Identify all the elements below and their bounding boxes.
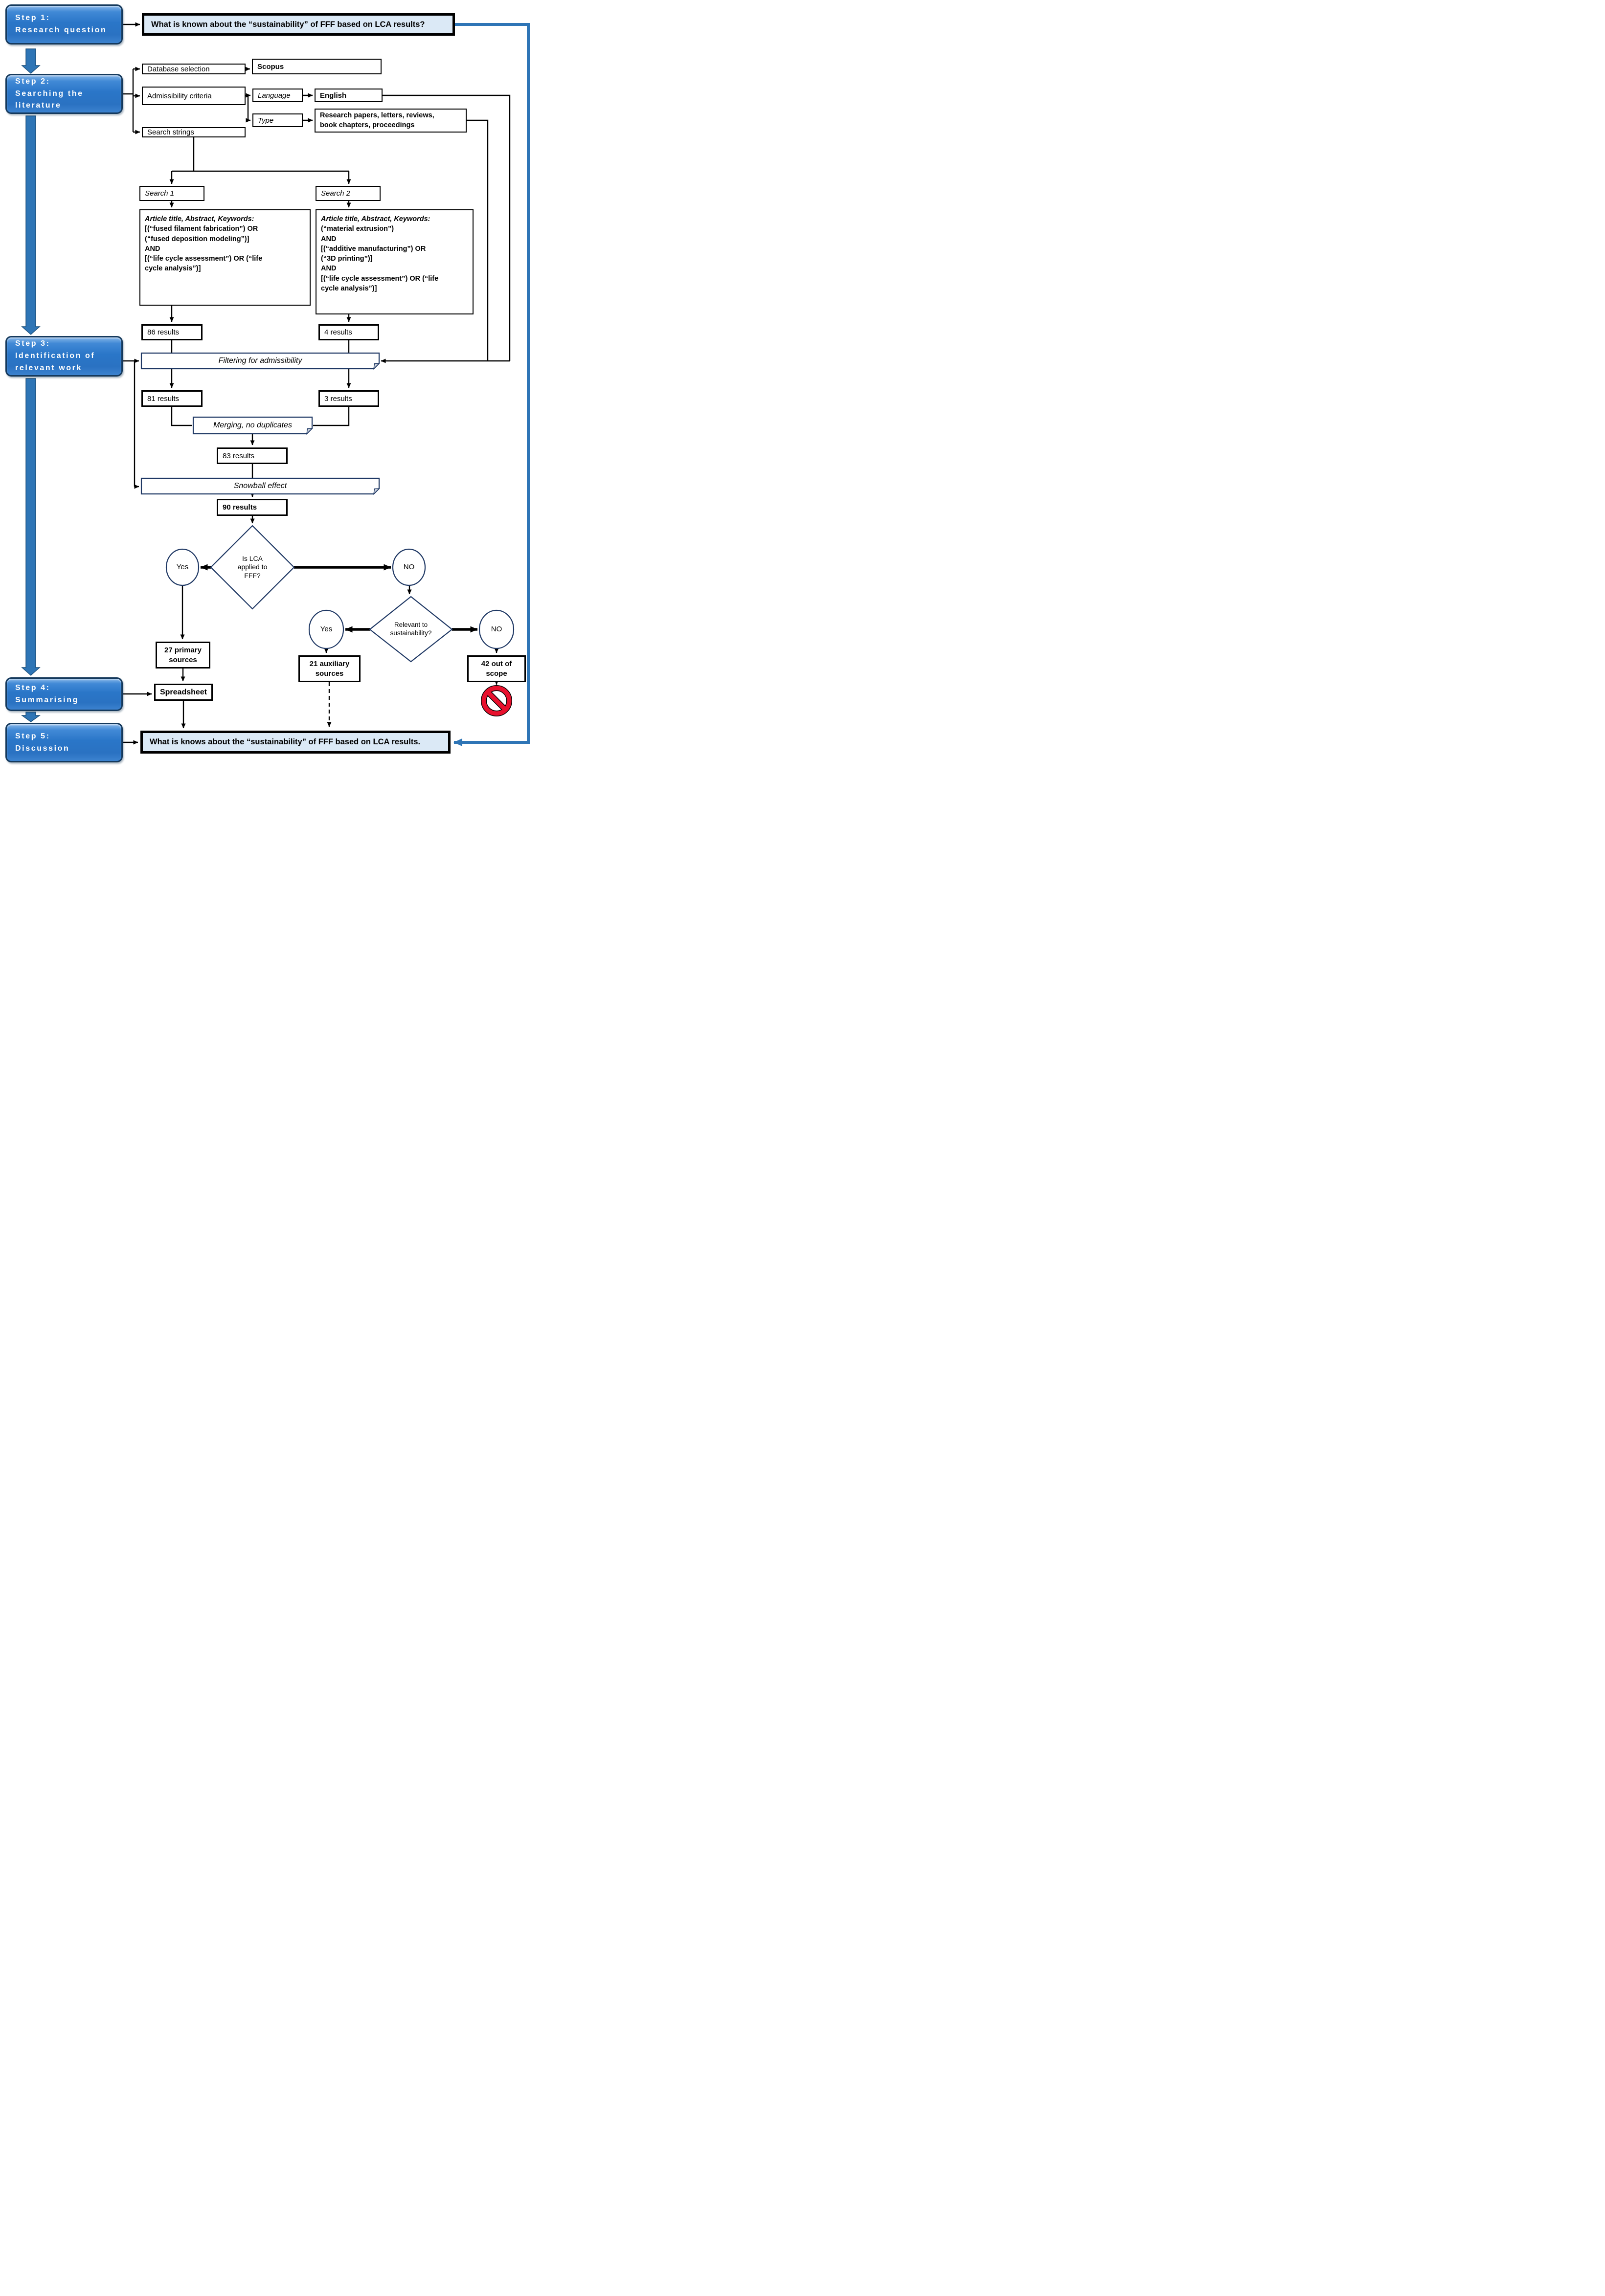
language-label-box: Language — [252, 89, 303, 102]
step-5-box: Step 5: Discussion — [5, 723, 123, 762]
type-label-box: Type — [252, 113, 303, 127]
admissibility-criteria-box: Admissibility criteria — [142, 87, 246, 105]
search-2-query-header: Article title, Abstract, Keywords: — [321, 215, 430, 223]
step2-branch-trunk — [123, 69, 134, 132]
merging-label: Merging, no duplicates — [213, 421, 292, 429]
decision1-yes-ellipse — [165, 548, 200, 586]
discussion-statement-box: What is knows about the “sustainability”… — [140, 731, 451, 754]
decision2-yes-ellipse — [308, 609, 344, 649]
english-box: English — [315, 89, 383, 102]
arrow-step1-step2 — [21, 48, 41, 74]
decision1-no-ellipse — [392, 548, 426, 586]
decision-arrows — [200, 564, 478, 633]
line-english-feedback — [383, 94, 511, 361]
decision2-diamond — [369, 596, 453, 663]
step-2-box: Step 2: Searching the literature — [5, 74, 123, 114]
search-2-label-box: Search 2 — [316, 186, 381, 201]
black-connectors — [123, 22, 511, 745]
paper-types-box: Research papers, letters, reviews, book … — [315, 109, 467, 133]
search-1-query-header: Article title, Abstract, Keywords: — [145, 215, 254, 223]
arrow-step3-step4 — [21, 378, 41, 676]
out-of-scope-box: 42 out of scope — [467, 655, 526, 682]
admissibility-branch-trunk — [246, 95, 249, 120]
search-2-query-body: (“material extrusion”) AND [(“additive m… — [321, 225, 439, 293]
results-86-box: 86 results — [141, 324, 203, 340]
spreadsheet-box: Spreadsheet — [154, 684, 213, 701]
step-4-box: Step 4: Summarising — [5, 677, 123, 711]
results-90-box: 90 results — [217, 499, 288, 516]
decision1-yes-label: Yes — [176, 562, 189, 571]
decision1-question: Is LCA applied to FFF? — [237, 554, 268, 580]
prohibited-icon — [481, 685, 512, 716]
merging-card-fold — [306, 428, 313, 435]
line-results3-merging — [313, 407, 350, 426]
arrow-step2-step3 — [21, 115, 41, 335]
snowball-label: Snowball effect — [233, 482, 287, 490]
decision1-no-label: NO — [403, 562, 415, 571]
search-2-query-box: Article title, Abstract, Keywords: (“mat… — [316, 209, 474, 314]
filtering-label: Filtering for admissibility — [218, 357, 302, 365]
decision1-diamond — [210, 525, 295, 610]
results-3-box: 3 results — [318, 390, 379, 407]
line-papers-feedback — [467, 119, 489, 361]
decision2-yes-label: Yes — [320, 624, 333, 633]
search-1-query-box: Article title, Abstract, Keywords: [(“fu… — [139, 209, 311, 306]
search-1-label-box: Search 1 — [139, 186, 204, 201]
search-1-query-body: [(“fused filament fabrication”) OR (“fus… — [145, 225, 263, 273]
arrow-step4-step5 — [21, 712, 41, 722]
decision2-no-label: NO — [491, 624, 502, 633]
filtering-card-fold — [373, 363, 380, 370]
decision-diamonds — [210, 525, 453, 663]
search-strings-box: Search strings — [142, 127, 246, 137]
line-results81-merging — [171, 407, 192, 426]
database-selection-box: Database selection — [142, 64, 246, 74]
step-3-box: Step 3: Identification of relevant work — [5, 336, 123, 377]
results-83-box: 83 results — [217, 447, 288, 464]
searchstrings-split — [172, 137, 349, 172]
decision2-no-ellipse — [478, 609, 515, 649]
connector-layer — [21, 22, 530, 746]
auxiliary-sources-box: 21 auxiliary sources — [298, 655, 361, 682]
results-4-box: 4 results — [318, 324, 379, 340]
scopus-box: Scopus — [252, 59, 382, 74]
process-cards — [140, 352, 380, 495]
decision-ellipses — [165, 548, 515, 649]
research-question-box: What is known about the “sustainability”… — [142, 13, 455, 36]
results-81-box: 81 results — [141, 390, 203, 407]
snowball-card-fold — [373, 488, 380, 495]
decision2-question: Relevant to sustainability? — [390, 621, 432, 637]
primary-sources-box: 27 primary sources — [156, 642, 210, 669]
flowchart-page: { "steps": [ {"label": "Step 1:\nResearc… — [0, 0, 535, 765]
feedback-loop-line — [453, 23, 530, 746]
step-1-box: Step 1: Research question — [5, 4, 123, 45]
step-connector-arrows — [21, 48, 41, 722]
